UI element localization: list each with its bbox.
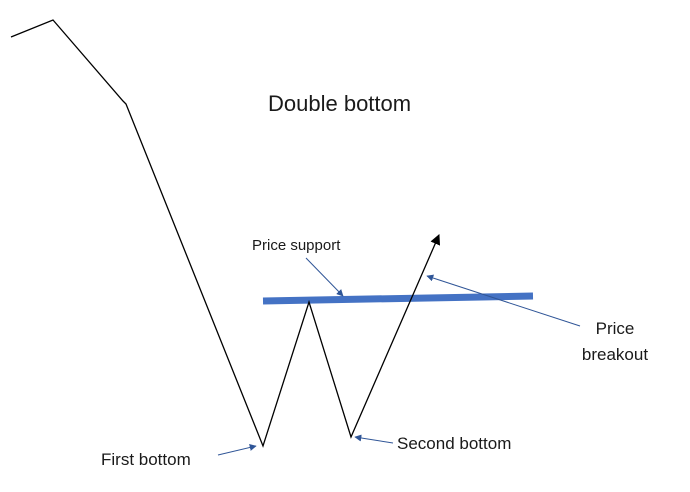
price-support-arrow — [305, 257, 344, 297]
price-breakout-label-line1: Price — [595, 319, 635, 338]
first-bottom-arrow — [217, 444, 257, 456]
second-bottom-label: Second bottom — [397, 434, 512, 453]
price-breakout-arrow — [426, 274, 581, 327]
price-breakout-label: Price breakout — [560, 316, 670, 368]
first-bottom-label: First bottom — [101, 450, 191, 469]
price-breakout-label-line2: breakout — [581, 345, 649, 364]
price-support-line — [262, 292, 534, 305]
price-path — [10, 19, 441, 448]
second-bottom-arrow — [354, 434, 394, 444]
price-support-label: Price support — [252, 237, 341, 254]
diagram-title: Double bottom — [268, 91, 412, 116]
